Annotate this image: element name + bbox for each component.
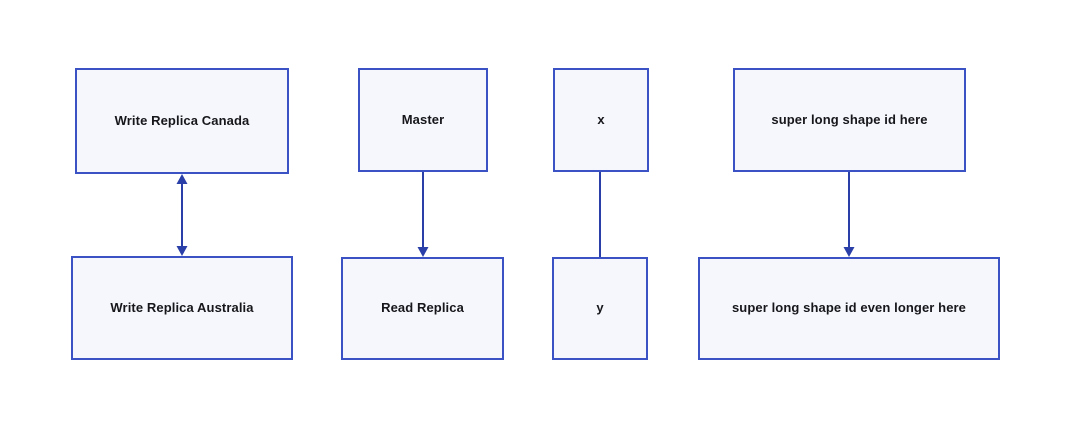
node-read-replica[interactable]: Read Replica [341,257,504,360]
edge-x-to-y [580,172,620,257]
node-label: Write Replica Australia [110,299,254,315]
node-y[interactable]: y [552,257,648,360]
arrowhead-down-icon [843,247,855,257]
node-label: Write Replica Canada [114,112,250,128]
node-label: super long shape id here [771,111,928,127]
node-write-replica-canada[interactable]: Write Replica Canada [75,68,289,174]
node-super-long-shape-id-here[interactable]: super long shape id here [733,68,966,172]
arrowhead-down-icon [417,247,429,257]
node-label: y [596,300,604,316]
edge-write-replica-canada-to-write-replica-australia [162,174,202,256]
node-label: Read Replica [381,300,464,316]
node-write-replica-australia[interactable]: Write Replica Australia [71,256,293,360]
edge-master-to-read-replica [403,172,443,257]
node-label: super long shape id even longer here [731,300,967,316]
arrowhead-down-icon [176,246,188,256]
node-x[interactable]: x [553,68,649,172]
node-super-long-shape-id-even-longer-here[interactable]: super long shape id even longer here [698,257,1000,360]
arrowhead-up-icon [176,174,188,184]
edge-super-long-shape-id-here-to-super-long-shape-id-even-longer-here [829,172,869,257]
node-label: Master [401,111,445,127]
node-master[interactable]: Master [358,68,488,172]
node-label: x [597,111,605,127]
